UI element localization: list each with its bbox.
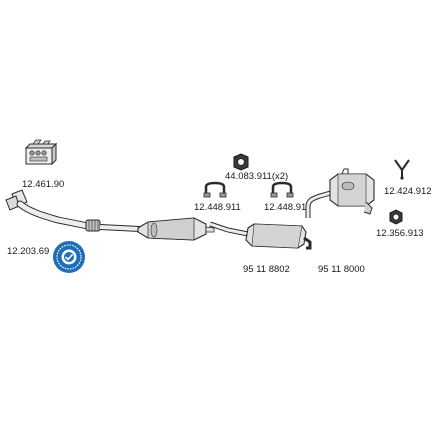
rear-silencer-icon <box>304 166 378 224</box>
mounting-kit-part-number: 12.461.90 <box>22 179 65 190</box>
rubber-mount-icon <box>232 153 250 171</box>
middle-silencer-icon <box>208 218 312 256</box>
catalytic-converter-icon <box>136 212 216 246</box>
front-pipe-icon <box>0 180 230 250</box>
clamp-right-icon <box>270 181 294 198</box>
middle-silencer-part-number: 95 11 8802 <box>243 264 290 275</box>
rubber-mount-part-number: 44.083.911(x2) <box>225 171 289 182</box>
clamp-right-part-number: 12.448.911 <box>264 202 311 213</box>
hanger-icon <box>393 158 411 180</box>
mounting-kit-box-icon <box>23 138 59 170</box>
clamp-left-part-number: 12.448.911 <box>194 202 241 213</box>
ring-mount-part-number: 12.356.913 <box>376 228 424 239</box>
hanger-part-number: 12.424.912 <box>384 186 432 197</box>
front-pipe-part-number: 12.203.69 <box>7 246 50 257</box>
clamp-left-icon <box>203 181 227 198</box>
blue-angel-certification-icon <box>52 240 86 274</box>
rear-silencer-part-number: 95 11 8000 <box>318 264 365 275</box>
ring-mount-icon <box>388 209 404 225</box>
